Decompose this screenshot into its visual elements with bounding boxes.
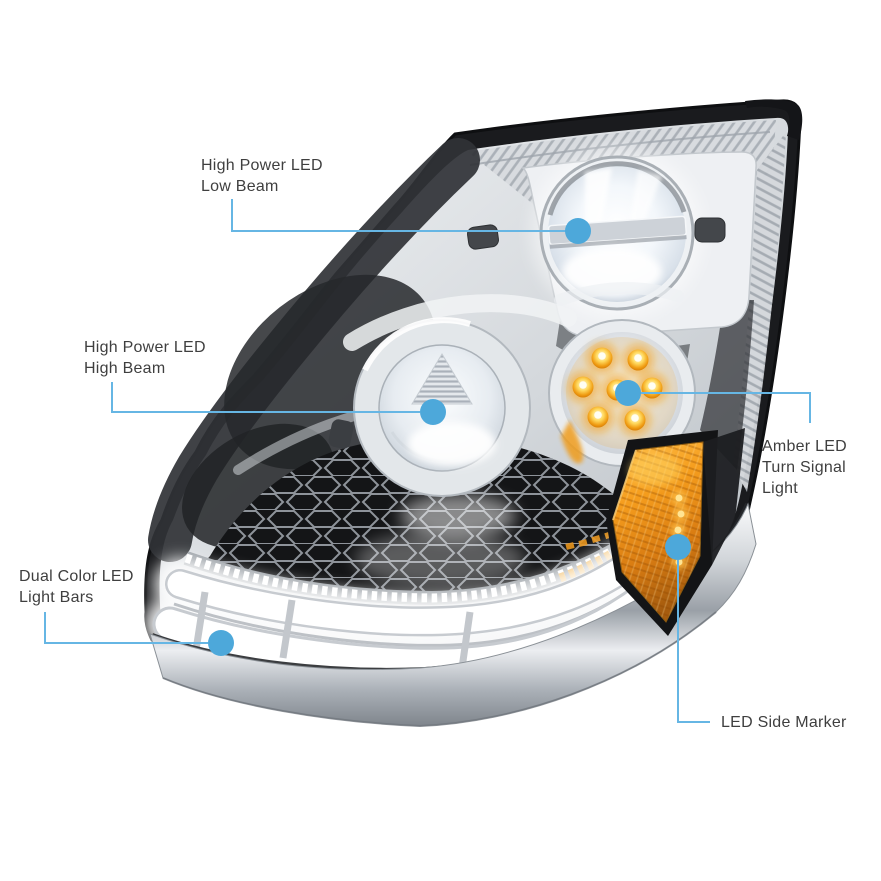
callout-line-low-beam [231, 199, 566, 232]
annotation-label-low-beam: High Power LED Low Beam [201, 157, 323, 195]
callouts [44, 199, 811, 723]
turn-signal-leds [567, 342, 668, 436]
callout-line-marker [677, 560, 710, 723]
annotation-label-light-bars: Dual Color LED Light Bars [19, 568, 134, 606]
honeycomb-reflector [205, 436, 647, 597]
annotation-label-high-beam: High Power LED High Beam [84, 339, 206, 377]
callout-line-bars [44, 612, 208, 644]
callout-dot-marker [665, 534, 691, 560]
callout-dot-bars [208, 630, 234, 656]
annotation-label-side-marker: LED Side Marker [721, 714, 847, 731]
callout-dot-turn [615, 380, 641, 406]
callout-dot-low-beam [565, 218, 591, 244]
callout-line-turn [640, 392, 811, 423]
callout-dot-high-beam [420, 399, 446, 425]
side-marker-lens [606, 428, 745, 636]
callout-line-high-beam [111, 382, 420, 413]
annotation-label-turn-signal: Amber LED Turn Signal Light [762, 438, 847, 497]
